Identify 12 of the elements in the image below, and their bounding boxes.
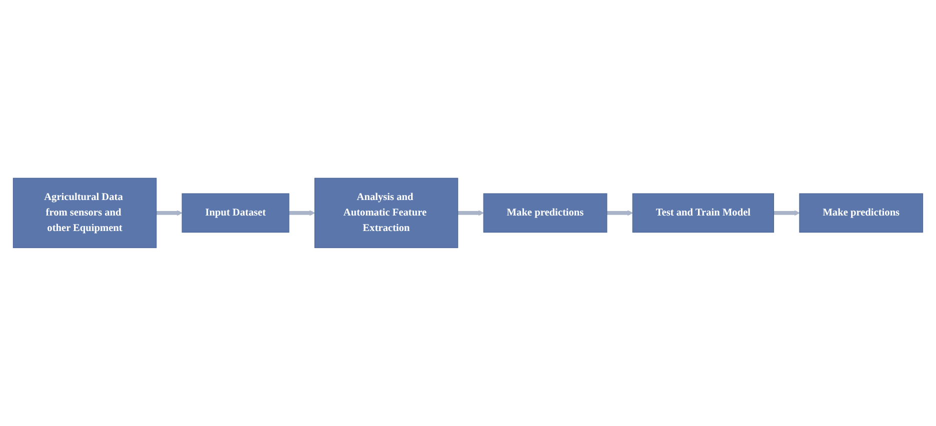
arrow — [606, 210, 633, 216]
arrow — [774, 210, 800, 216]
node-box — [483, 193, 608, 233]
node-box — [314, 178, 458, 248]
node-box — [799, 193, 924, 233]
flowchart: Agricultural Data from sensors and other Equipment Input Dataset Analysis and Automatic Feature Extraction Make predictions Test and Train Model Make predictions — [8, 173, 928, 253]
node-box — [632, 193, 774, 233]
node-box — [12, 178, 157, 248]
arrow — [458, 210, 484, 216]
arrow — [156, 210, 182, 216]
arrow — [288, 210, 315, 216]
node-box — [182, 193, 290, 233]
